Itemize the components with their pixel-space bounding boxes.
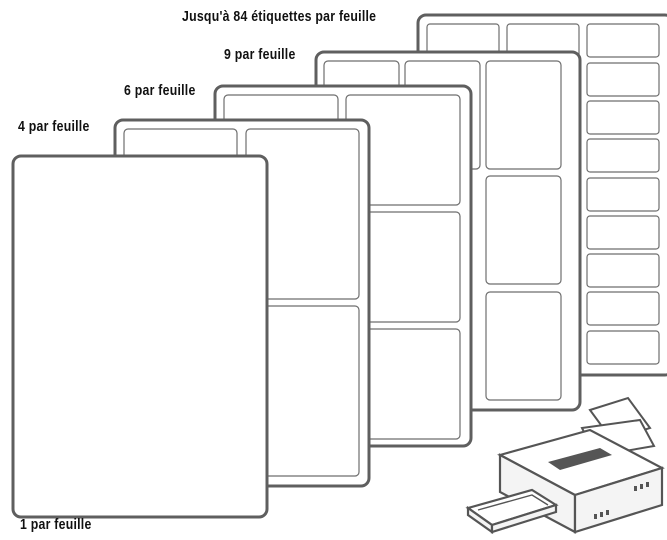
caption-sheet-9: 9 par feuille bbox=[224, 46, 296, 63]
caption-sheet-1: 1 par feuille bbox=[20, 516, 92, 533]
sheet-1-per-page bbox=[11, 154, 269, 519]
caption-sheet-6: 6 par feuille bbox=[124, 82, 196, 99]
sheet-84-label-grid bbox=[426, 23, 660, 365]
caption-sheet-4: 4 par feuille bbox=[18, 118, 90, 135]
printer-icon bbox=[465, 396, 665, 535]
caption-sheet-84: Jusqu'à 84 étiquettes par feuille bbox=[182, 8, 377, 25]
